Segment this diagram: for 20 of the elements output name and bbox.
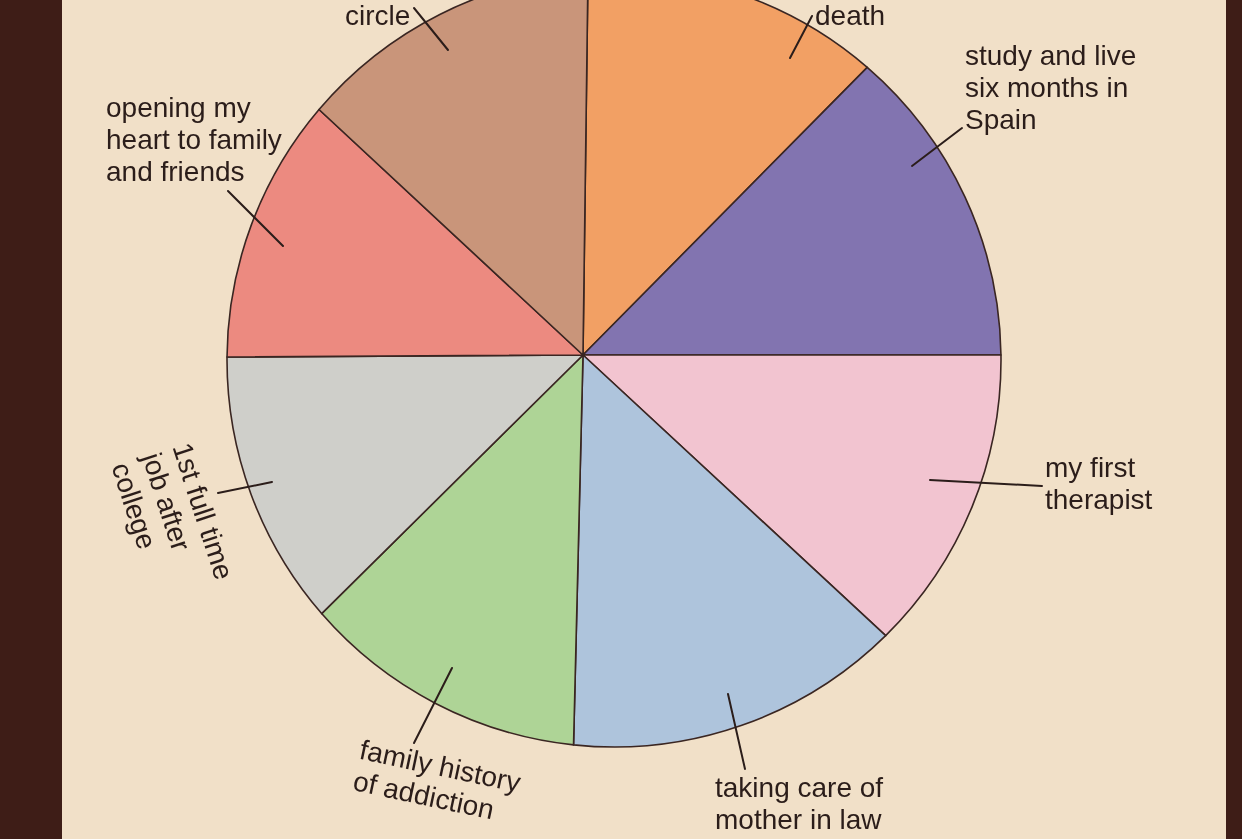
leader-line xyxy=(413,667,453,744)
leader-line xyxy=(227,190,284,247)
pie-slice xyxy=(572,354,887,748)
handwritten-label: 1st full time job after college xyxy=(104,439,246,621)
handwritten-label: study and live six months in Spain xyxy=(965,40,1140,136)
leader-line xyxy=(929,479,1043,487)
pie-slice xyxy=(582,354,1002,637)
leader-line xyxy=(217,481,273,494)
handwritten-label: taking care of mother in law xyxy=(715,772,965,836)
handwritten-label: death xyxy=(815,0,886,32)
handwritten-label: family history of addiction xyxy=(350,734,530,832)
handwritten-label: circle xyxy=(345,0,411,32)
leader-line xyxy=(413,7,449,51)
handwritten-label: my first therapist xyxy=(1045,452,1175,516)
leader-line xyxy=(911,127,963,167)
pie-slice xyxy=(226,354,584,615)
pie-slice xyxy=(318,0,589,356)
leader-line xyxy=(789,15,813,59)
leader-line xyxy=(727,693,746,770)
handwritten-label: opening my heart to family and friends xyxy=(106,92,296,188)
